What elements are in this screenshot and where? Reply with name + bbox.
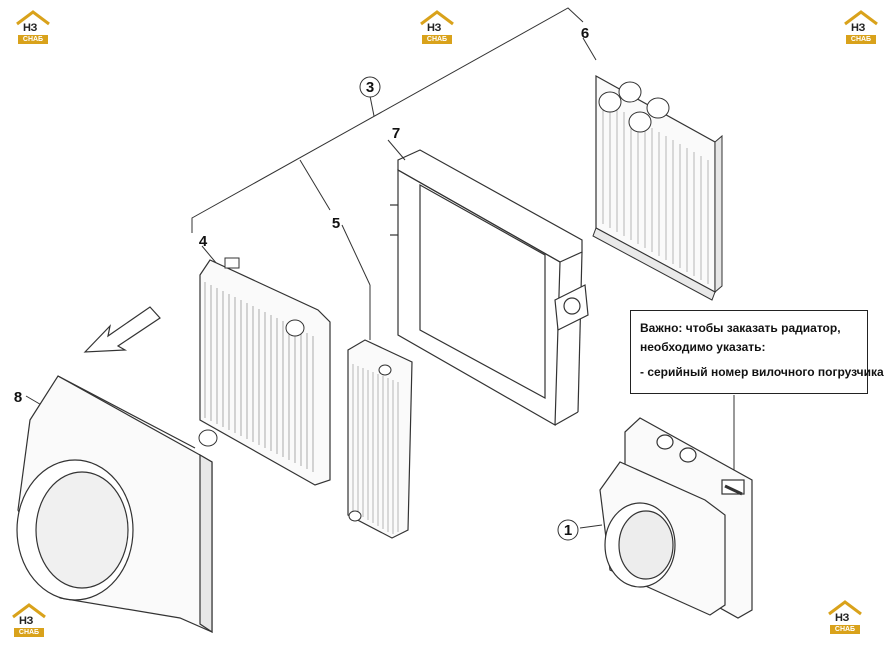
order-note-box: Важно: чтобы заказать радиатор, необходи… <box>630 310 884 394</box>
logo-subtext: СНАБ <box>422 35 452 44</box>
logo-top-left: НЗ СНАБ <box>14 10 52 46</box>
label-3: 3 <box>366 79 374 96</box>
label-8: 8 <box>14 389 22 406</box>
logo-text: НЗ <box>23 22 37 34</box>
logo-text: НЗ <box>427 22 441 34</box>
label-1: 1 <box>564 522 572 539</box>
logo-bottom-left: НЗ СНАБ <box>10 603 48 639</box>
house-icon <box>828 600 862 616</box>
main-radiator-part-4 <box>198 257 331 486</box>
leader-lines <box>25 7 735 529</box>
part-labels: 3 7 6 5 4 8 1 <box>14 25 589 541</box>
logo-subtext: СНАБ <box>18 35 48 44</box>
radiator-assembly-part-1 <box>599 417 753 619</box>
intercooler-part-5 <box>347 339 413 539</box>
fan-shroud-part-8 <box>16 375 213 634</box>
logo-subtext: СНАБ <box>830 625 860 634</box>
logo-text: НЗ <box>851 22 865 34</box>
label-5: 5 <box>332 215 340 232</box>
note-line-3: - серийный номер вилочного погрузчика <box>640 365 884 379</box>
logo-text: НЗ <box>19 615 33 627</box>
logo-subtext: СНАБ <box>14 628 44 637</box>
note-line-2: необходимо указать: <box>640 340 766 354</box>
oil-cooler-part-6 <box>592 74 723 301</box>
house-icon <box>16 10 50 26</box>
logo-subtext: СНАБ <box>846 35 876 44</box>
note-line-1: Важно: чтобы заказать радиатор, <box>640 321 841 335</box>
direction-arrow <box>83 306 161 353</box>
label-6: 6 <box>581 25 589 42</box>
label-1-circle <box>557 519 579 541</box>
radiator-frame-part-7 <box>390 149 589 427</box>
logo-bottom-right: НЗ СНАБ <box>826 600 864 636</box>
logo-top-right: НЗ СНАБ <box>842 10 880 46</box>
label-3-circle <box>359 76 381 98</box>
label-7: 7 <box>392 125 400 142</box>
logo-top-center: НЗ СНАБ <box>418 10 456 46</box>
house-icon <box>12 603 46 619</box>
logo-text: НЗ <box>835 612 849 624</box>
house-icon <box>844 10 878 26</box>
label-4: 4 <box>199 233 208 250</box>
house-icon <box>420 10 454 26</box>
